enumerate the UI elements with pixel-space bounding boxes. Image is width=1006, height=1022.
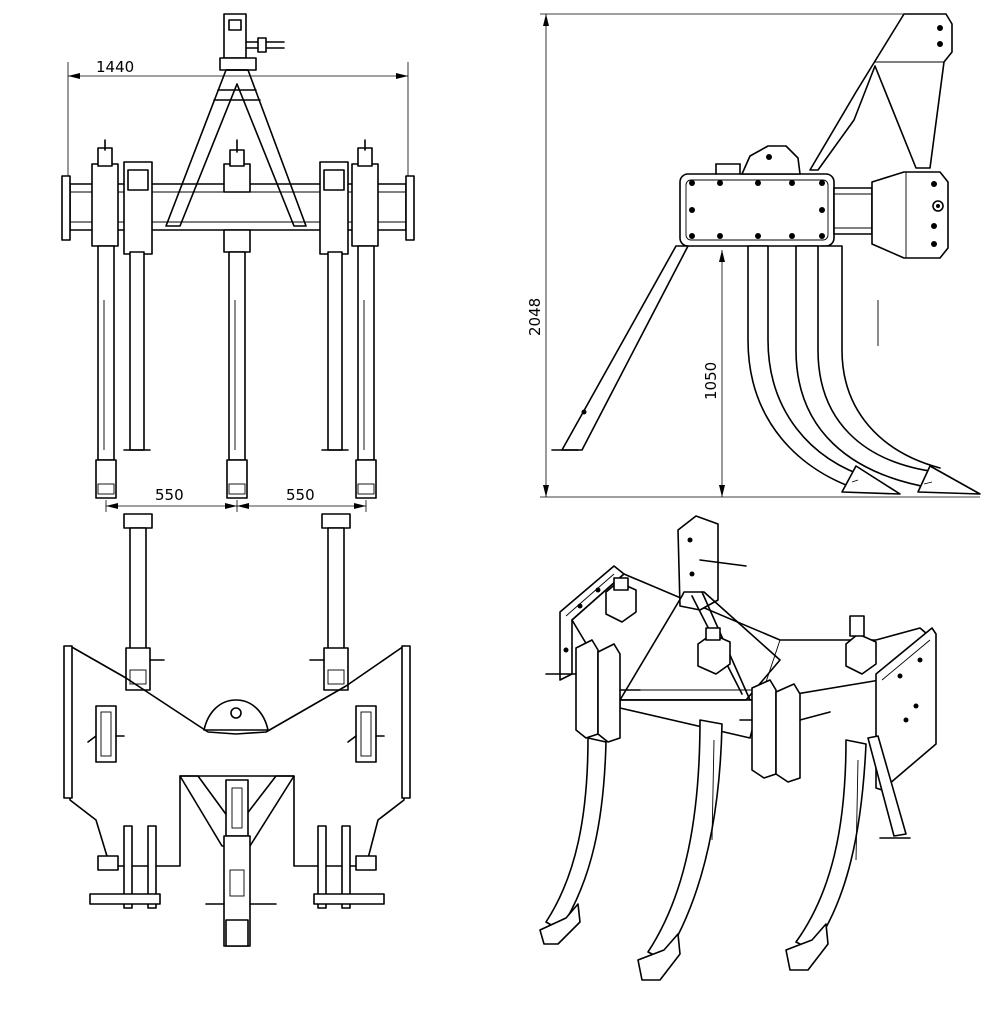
chevron-frame-plate — [63, 645, 411, 867]
top-tine-right — [313, 825, 385, 909]
dimension-label-frame-clearance: 1050 — [702, 362, 720, 400]
iso-clamp-center — [697, 627, 731, 675]
rear-bracket — [833, 171, 949, 259]
side-frame-plate — [679, 145, 835, 247]
iso-front-clamp-right — [739, 679, 831, 783]
iso-shank-right — [785, 739, 867, 971]
shank-left — [95, 245, 117, 499]
top-clamp-left — [87, 705, 125, 763]
front-view: 1440 — [61, 13, 415, 512]
top-mast — [809, 13, 953, 171]
dimension-frame-clearance: 1050 — [702, 245, 740, 497]
leg-right — [321, 251, 349, 451]
shank-right — [355, 245, 377, 499]
headstock — [165, 13, 307, 227]
leg-left — [123, 251, 151, 451]
isometric-view — [539, 515, 937, 981]
iso-front-clamp-left — [545, 639, 641, 743]
drawbar-right — [309, 513, 351, 691]
side-shank-rear — [795, 245, 981, 495]
iso-shank-left — [539, 737, 607, 945]
top-view — [63, 513, 411, 947]
clamp-center — [223, 139, 251, 253]
shank-center — [226, 251, 248, 499]
iso-clamp-right-rear — [845, 615, 877, 675]
dimension-label-spacing-left: 550 — [155, 486, 184, 504]
clamp-right-outer — [319, 139, 379, 255]
dimension-tine-spacing: 550 550 — [105, 486, 367, 512]
clamp-left-outer — [91, 139, 153, 255]
dimension-label-overall-height: 2048 — [526, 298, 544, 336]
dimension-label-spacing-right: 550 — [286, 486, 315, 504]
iso-right-side-plate — [875, 627, 937, 791]
top-tine-left — [89, 825, 161, 909]
side-view: 2048 1050 — [526, 13, 981, 498]
center-v-bracket — [179, 775, 295, 947]
iso-shank-center — [637, 719, 723, 981]
top-clamp-right — [347, 705, 385, 763]
side-shank-front — [747, 245, 901, 495]
iso-support-leg — [867, 735, 911, 839]
iso-clamp-left-rear — [605, 577, 637, 623]
dimension-label-overall-width: 1440 — [96, 58, 134, 76]
dimension-overall-width: 1440 — [67, 58, 409, 182]
drawbar-left — [123, 513, 165, 691]
iso-headstock — [619, 515, 781, 701]
dimension-overall-height: 2048 — [526, 13, 980, 498]
support-leg — [551, 245, 689, 451]
